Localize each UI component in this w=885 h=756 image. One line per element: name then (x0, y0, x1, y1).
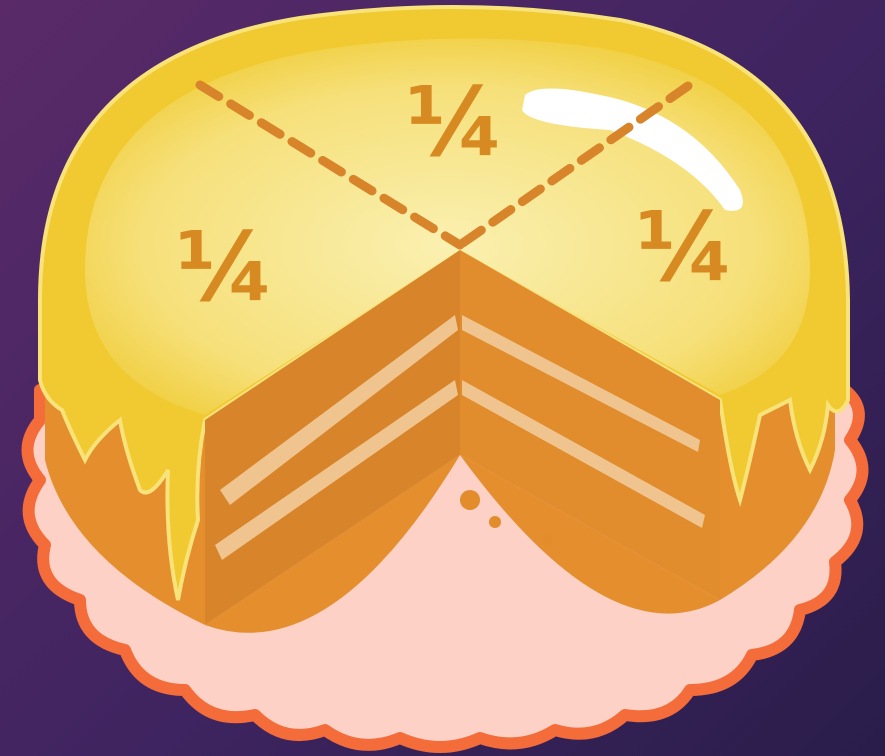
crumb (489, 516, 501, 528)
crumb (460, 490, 480, 510)
fraction-label-right: ¼ (636, 193, 734, 303)
crumb (543, 535, 553, 545)
fraction-label-top: ¼ (406, 68, 504, 178)
fraction-label-left: ¼ (176, 213, 274, 323)
